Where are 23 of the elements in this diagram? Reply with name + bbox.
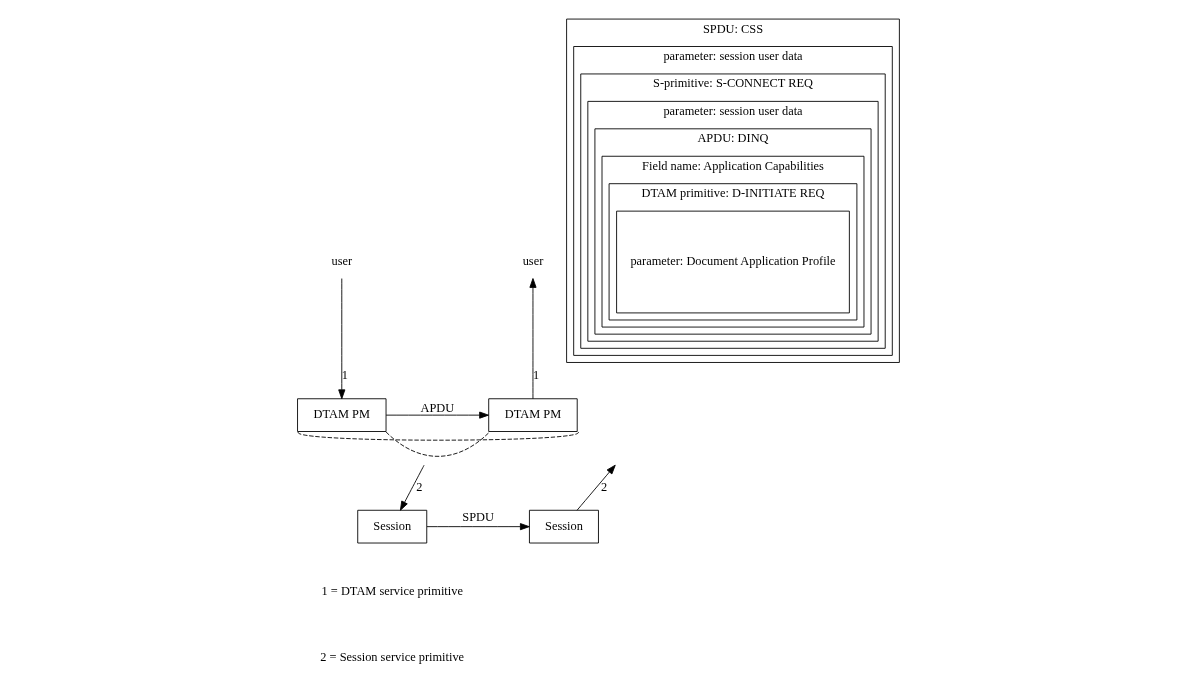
node-box: DTAM PM (487, 398, 578, 432)
edge-label: 2 (415, 479, 422, 494)
label: 1 = DTAM service primitive (321, 584, 463, 599)
arrow (399, 464, 425, 511)
arrow (528, 278, 536, 400)
edge-label: APDU (420, 400, 454, 415)
node-text: user (522, 254, 543, 269)
edge-label: 1 (532, 368, 539, 383)
node-text: user (330, 254, 352, 269)
node-box: Session (528, 509, 599, 544)
node-box: DTAM PM (296, 398, 386, 432)
node-box: Session (356, 509, 427, 544)
arrow (385, 411, 489, 419)
arrow (426, 523, 530, 531)
connector (385, 431, 490, 457)
label: 2 = Session service primitive (319, 649, 464, 664)
edge-label: 2 (600, 479, 607, 494)
connector (297, 431, 579, 441)
arrow (576, 464, 616, 511)
arrow (337, 278, 345, 400)
edge-label: SPDU (461, 509, 494, 524)
edge-label: 1 (341, 368, 348, 383)
node-box: parameter: Document Application Profile (615, 210, 850, 314)
